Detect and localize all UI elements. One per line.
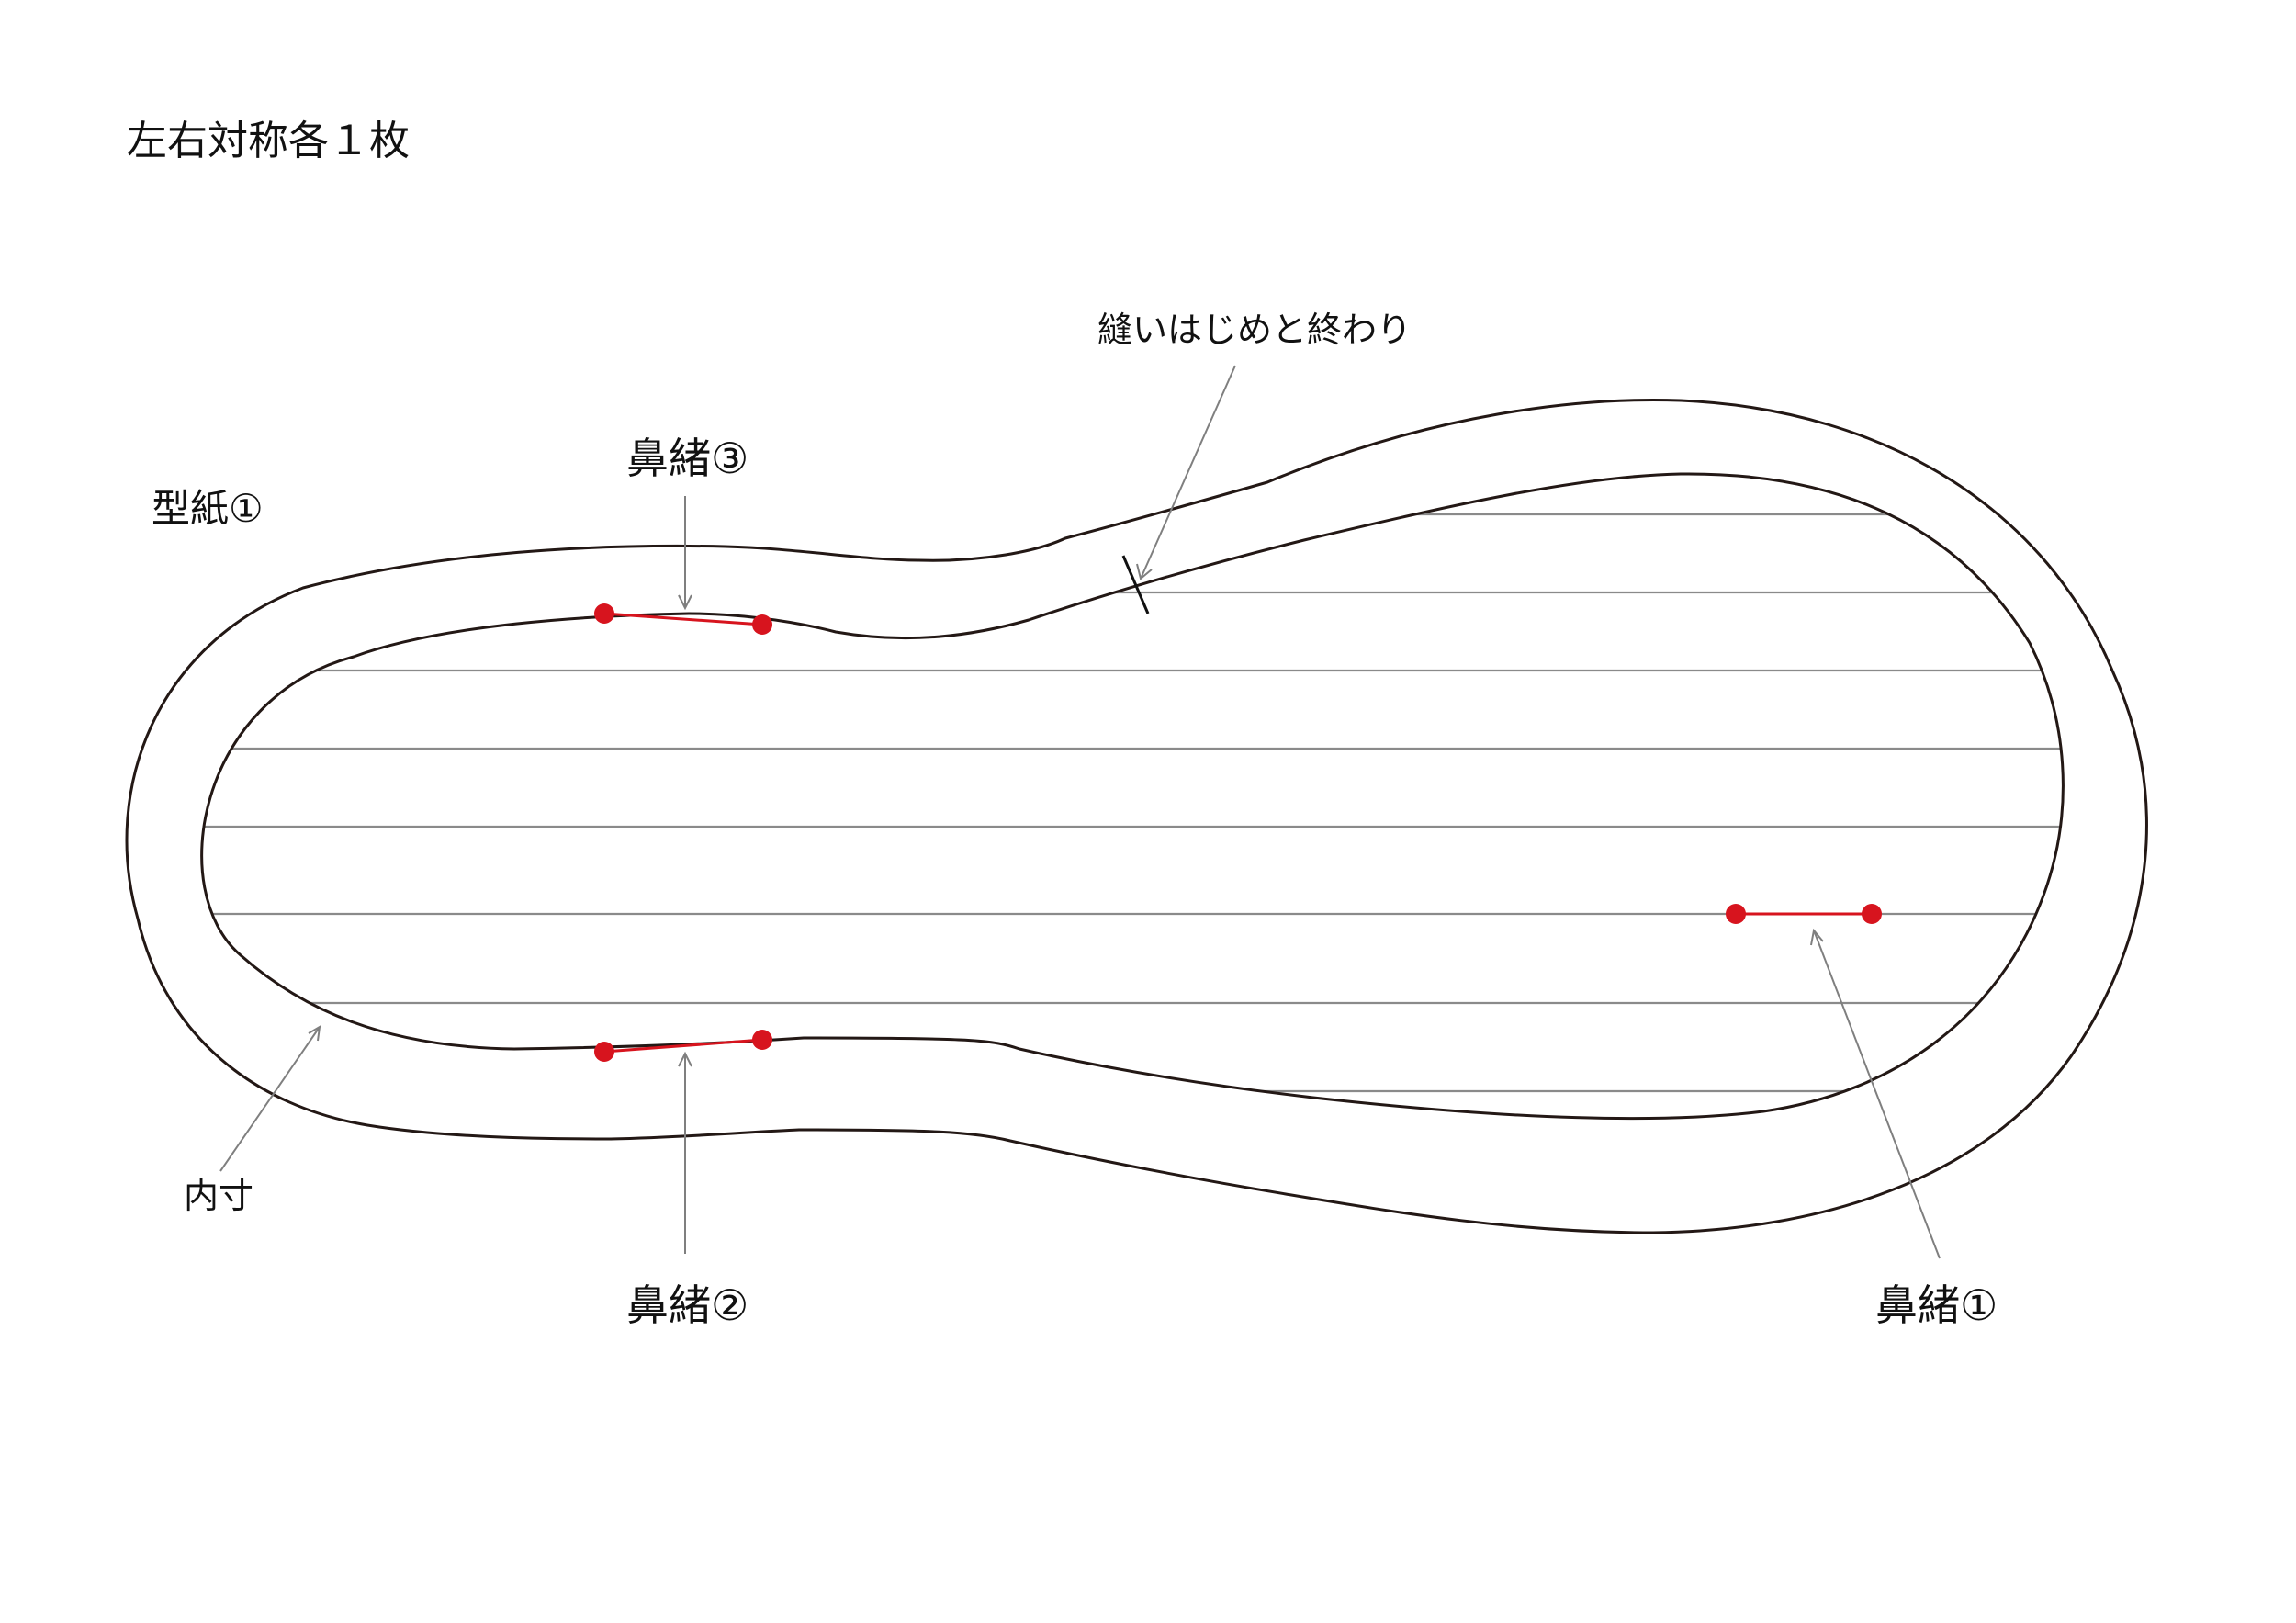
hanao-3-label: 鼻緒③ [626, 434, 748, 483]
leader-inner [219, 1025, 321, 1172]
outer-outline [125, 398, 2148, 1234]
pattern-label: 型紙① [152, 486, 264, 531]
seam-tick-mark [1121, 555, 1150, 614]
page-title: 左右対称各１枚 [127, 118, 410, 164]
inner-size-label: 内寸 [184, 1176, 253, 1216]
hanao-3-marker [594, 603, 772, 635]
hanao-2-marker [594, 1030, 772, 1062]
hanao-1-label: 鼻緒① [1875, 1280, 1998, 1330]
leader-hanao-3 [678, 496, 692, 611]
hanao-2-label: 鼻緒② [626, 1280, 748, 1330]
leader-seam [1136, 365, 1236, 580]
inner-outline [200, 472, 2065, 1121]
leader-hanao-2 [678, 1051, 692, 1254]
leader-hanao-1 [1810, 928, 1941, 1259]
inner-stripes [201, 513, 2064, 1093]
seam-label: 縫いはじめと終わり [1097, 310, 1412, 350]
hanao-1-marker [1726, 904, 1882, 924]
